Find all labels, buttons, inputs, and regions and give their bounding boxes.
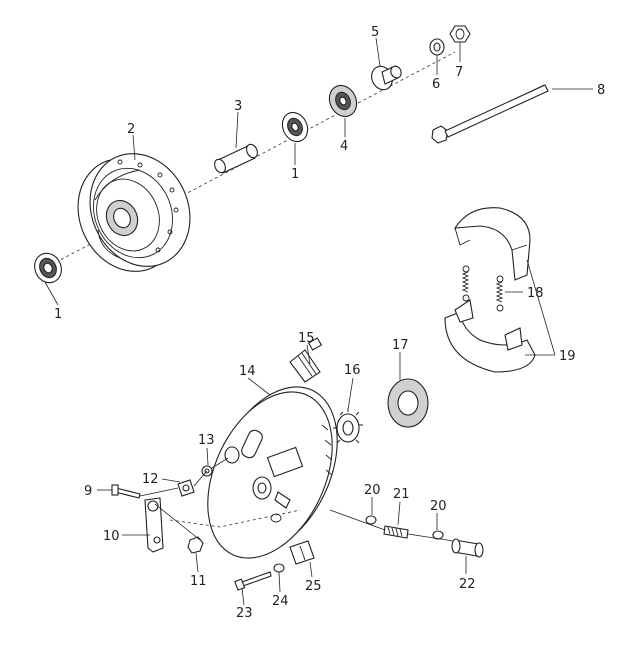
- callout-2: 2: [127, 122, 135, 137]
- axle-sleeve: [214, 143, 258, 174]
- arm-nut: [187, 536, 204, 554]
- brake-arm: [144, 497, 164, 553]
- callout-3: 3: [234, 99, 242, 114]
- callout-18: 18: [527, 286, 544, 301]
- callout-19: 19: [559, 349, 576, 364]
- screw: [234, 571, 272, 591]
- lever-bolt: [111, 484, 141, 499]
- axle-bolt: [431, 84, 549, 144]
- cable-adjuster: [289, 337, 323, 383]
- oil-seal: [328, 84, 358, 118]
- callout-labels: 1 1 2 3 4 5 6 7 8 9 10 11 12 13 14 15 16…: [54, 25, 605, 621]
- callout-20a: 20: [364, 483, 381, 498]
- screw-washer: [273, 563, 285, 573]
- callout-15: 15: [298, 331, 315, 346]
- return-springs: [461, 265, 504, 312]
- callout-21: 21: [393, 487, 410, 502]
- bearing-right: [281, 111, 309, 143]
- collar: [371, 65, 402, 91]
- callout-8: 8: [597, 83, 605, 98]
- callout-22: 22: [459, 577, 476, 592]
- reference-line: [169, 509, 301, 528]
- leader-lines: [44, 37, 593, 606]
- callout-23: 23: [236, 606, 253, 621]
- callout-25: 25: [305, 579, 322, 594]
- callout-17: 17: [392, 338, 409, 353]
- callout-16: 16: [344, 363, 361, 378]
- washer: [429, 38, 445, 56]
- brake-shoe-upper: [453, 207, 531, 281]
- callout-6: 6: [432, 77, 440, 92]
- callout-5: 5: [371, 25, 379, 40]
- bearing-left: [34, 252, 62, 284]
- callout-12: 12: [142, 472, 159, 487]
- bracket: [289, 540, 315, 565]
- bushing: [451, 538, 484, 558]
- speedometer-gear: [333, 408, 363, 444]
- callout-1b: 1: [291, 167, 299, 182]
- callout-24: 24: [272, 594, 289, 609]
- callout-20b: 20: [430, 499, 447, 514]
- callout-10: 10: [103, 529, 120, 544]
- callout-1a: 1: [54, 307, 62, 322]
- panel-seal: [387, 378, 429, 428]
- callout-11: 11: [190, 574, 207, 589]
- brake-panel: [207, 386, 338, 559]
- drive-shaft: [329, 509, 461, 543]
- callout-4: 4: [340, 139, 348, 154]
- callout-7: 7: [455, 65, 463, 80]
- wear-indicator: [177, 479, 195, 497]
- wheel-hub: [77, 153, 191, 272]
- callout-14: 14: [239, 364, 256, 379]
- callout-9: 9: [84, 484, 92, 499]
- o-ring-a: [365, 515, 377, 525]
- axle-nut: [449, 25, 471, 43]
- callout-13: 13: [198, 433, 215, 448]
- brake-shoe-lower: [444, 299, 536, 373]
